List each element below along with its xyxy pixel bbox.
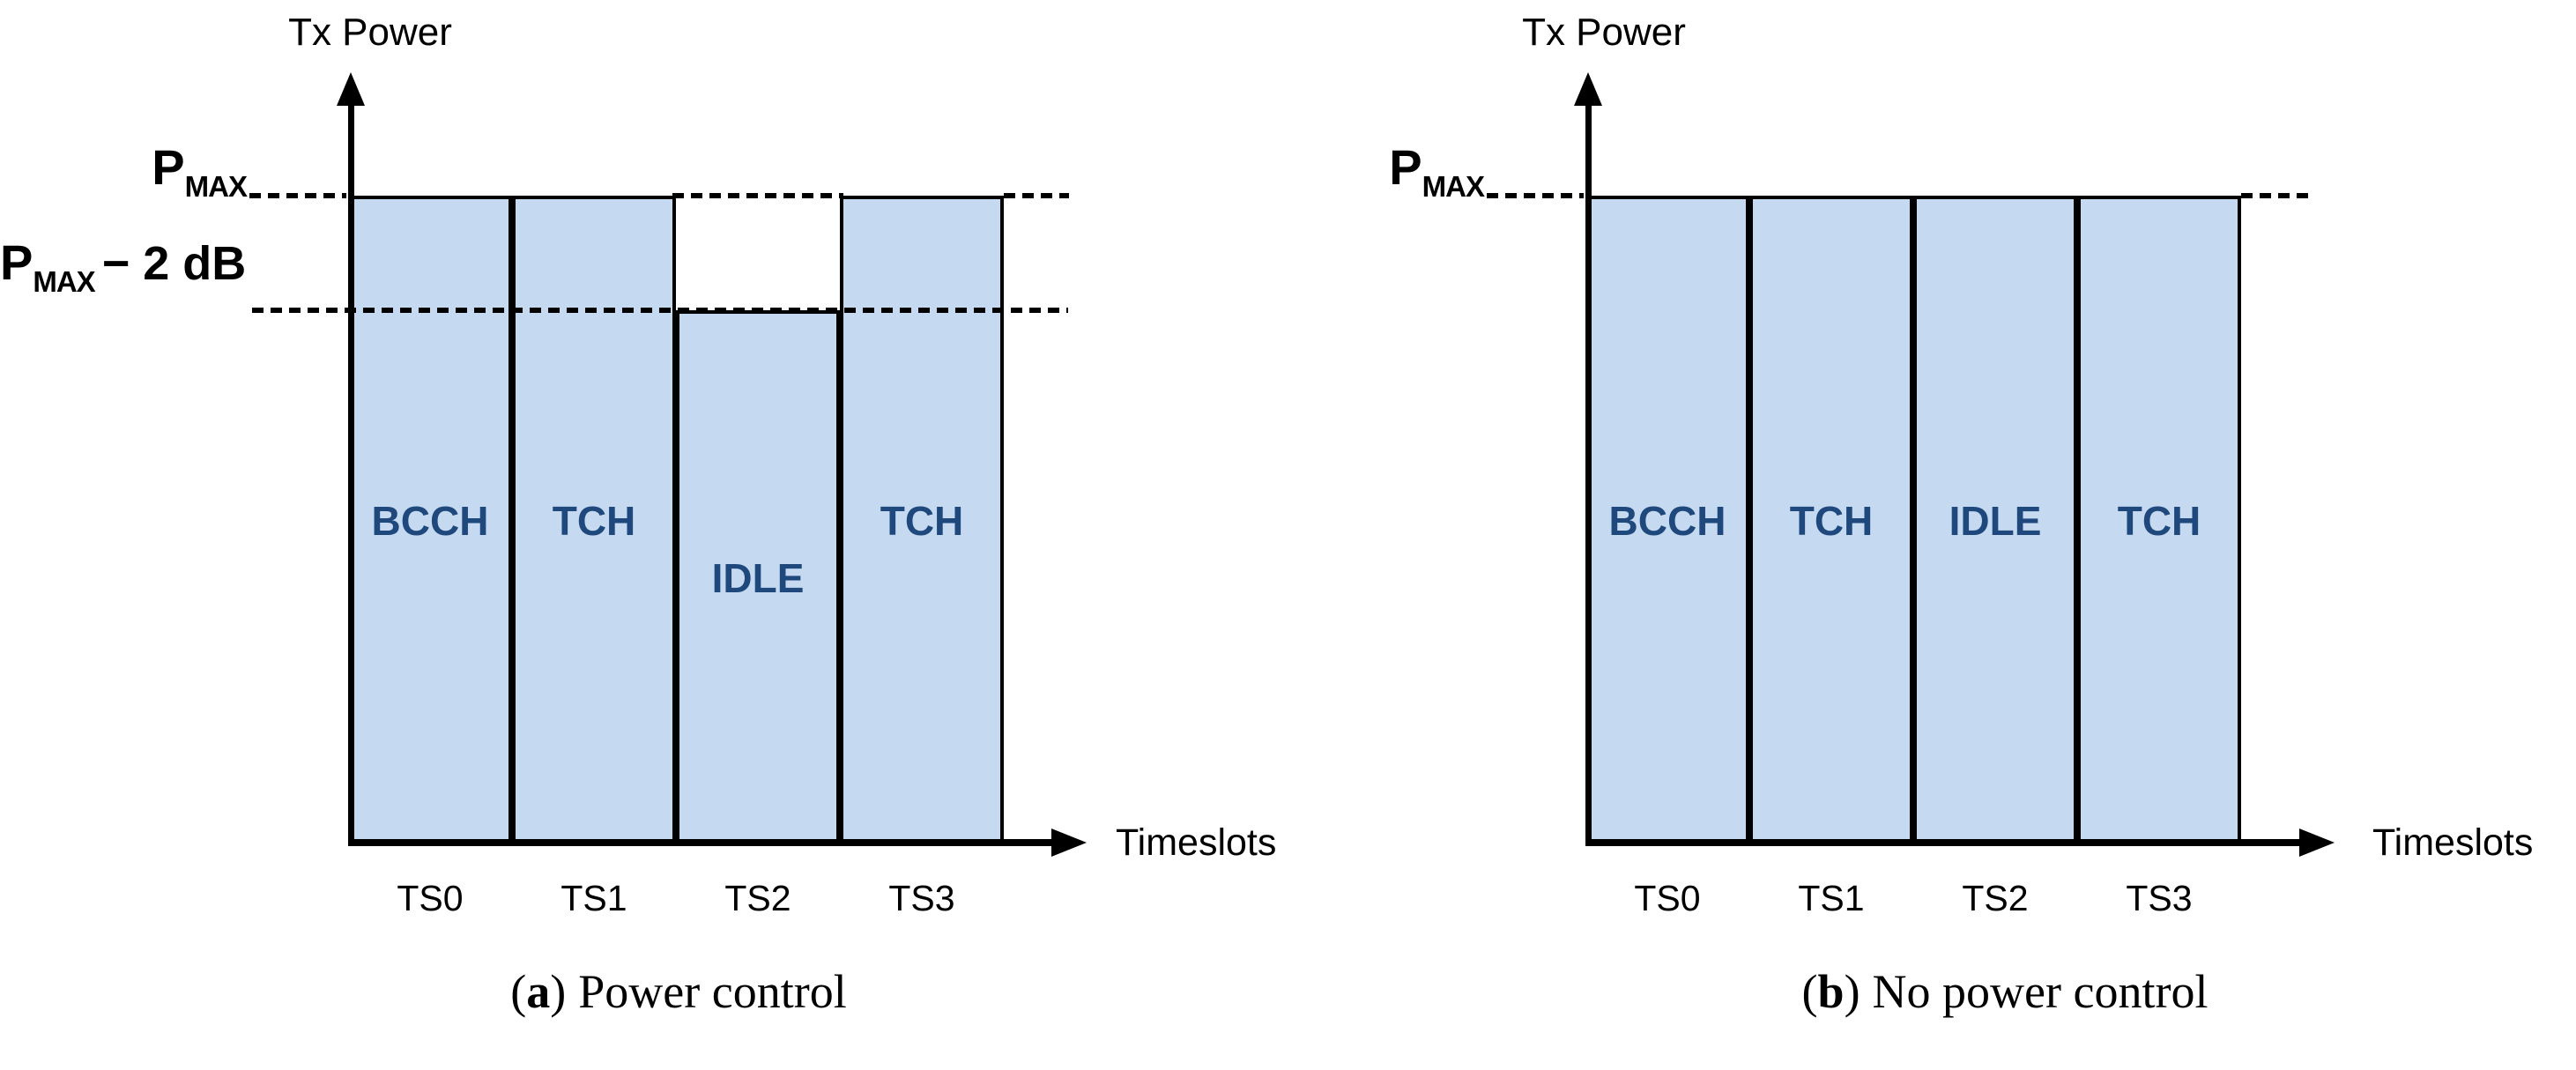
bar-label: TCH: [552, 498, 636, 544]
tick-label-ts2: TS2: [1962, 878, 2029, 918]
caption-panel-b: (b)No power control: [1600, 964, 2410, 1019]
tick-label-ts0: TS0: [397, 878, 464, 918]
pmax-guide-dash: [249, 193, 346, 198]
pmax-guide-dash: [1004, 193, 1069, 198]
pmax-minus-2db-guide-dash: [252, 308, 1068, 313]
pmax-subscript: MAX: [33, 265, 95, 298]
bar-tch-ts3: TCH: [840, 196, 1004, 846]
pmax-level-label: PMAX: [35, 143, 248, 203]
tick-label-ts3: TS3: [2126, 878, 2193, 918]
pmax-level-label: PMAX: [1273, 143, 1485, 203]
bar-idle-ts2: IDLE: [676, 310, 840, 846]
pmax-symbol: P: [1389, 139, 1422, 195]
bar-tch-ts1: TCH: [512, 196, 676, 846]
y-axis-arrowhead-icon: [337, 72, 365, 106]
x-axis-line: [1585, 839, 2301, 846]
bar-idle-ts2: IDLE: [1913, 196, 2077, 846]
caption-text: Power control: [578, 965, 847, 1018]
bar-label: TCH: [2117, 498, 2201, 544]
bar-label: BCCH: [371, 498, 489, 544]
y-axis-line: [348, 100, 354, 846]
y-axis-line: [1585, 100, 1592, 846]
pmax-offset: − 2 dB: [101, 237, 247, 290]
pmax-symbol: P: [152, 139, 185, 195]
x-axis-line: [348, 839, 1053, 846]
caption-letter: b: [1817, 965, 1845, 1018]
bar-label: TCH: [1789, 498, 1874, 544]
caption-letter: a: [526, 965, 551, 1018]
x-axis-title: Timeslots: [1116, 821, 1277, 864]
x-axis-arrowhead-icon: [1051, 829, 1087, 857]
caption-paren: (: [510, 965, 527, 1018]
caption-panel-a: (a)Power control: [282, 964, 1075, 1019]
bar-label: IDLE: [1949, 498, 2042, 544]
bar-label: TCH: [880, 498, 964, 544]
y-axis-arrowhead-icon: [1574, 72, 1602, 106]
caption-paren: ): [550, 965, 567, 1018]
caption-paren: ): [1844, 965, 1860, 1018]
y-axis-title: Tx Power: [288, 11, 452, 54]
pmax-guide-dash: [2241, 193, 2308, 198]
pmax-subscript: MAX: [1422, 170, 1485, 203]
bar-label: IDLE: [711, 555, 805, 601]
pmax-guide-dash: [1487, 193, 1584, 198]
caption-text: No power control: [1872, 965, 2209, 1018]
bar-bcch-ts0: BCCH: [348, 196, 512, 846]
bar-tch-ts3: TCH: [2077, 196, 2241, 846]
tick-label-ts3: TS3: [888, 878, 955, 918]
x-axis-arrowhead-icon: [2299, 829, 2335, 857]
pmax-minus-2db-level-label: PMAX− 2 dB: [0, 237, 247, 298]
pmax-subscript: MAX: [184, 170, 248, 203]
x-axis-title: Timeslots: [2372, 821, 2534, 864]
tick-label-ts2: TS2: [724, 878, 791, 918]
tick-label-ts1: TS1: [1798, 878, 1865, 918]
pmax-guide-dash: [672, 193, 843, 198]
bar-bcch-ts0: BCCH: [1585, 196, 1749, 846]
pmax-symbol: P: [0, 234, 33, 290]
tick-label-ts0: TS0: [1634, 878, 1701, 918]
y-axis-title: Tx Power: [1522, 11, 1686, 54]
tick-label-ts1: TS1: [560, 878, 627, 918]
bar-tch-ts1: TCH: [1749, 196, 1913, 846]
caption-paren: (: [1801, 965, 1818, 1018]
bar-label: BCCH: [1608, 498, 1726, 544]
